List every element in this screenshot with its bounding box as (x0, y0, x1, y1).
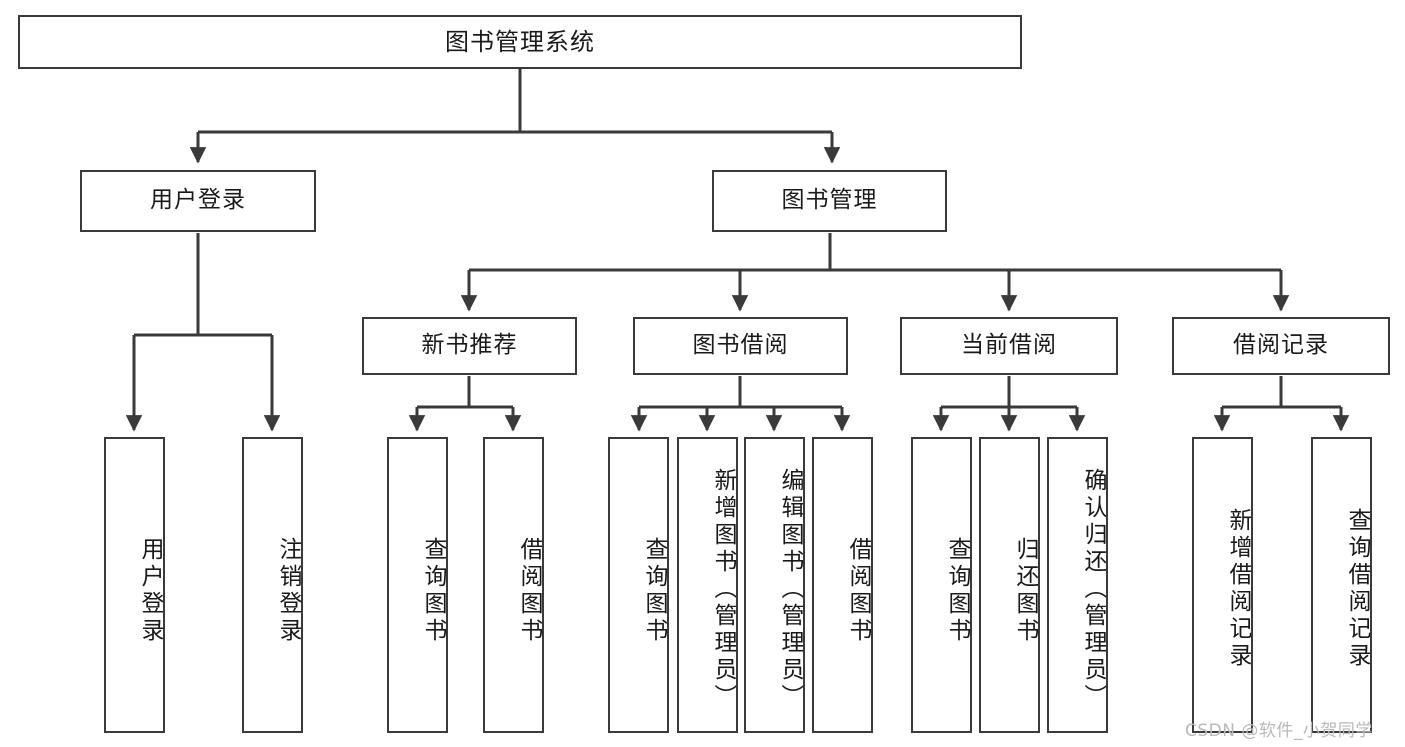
node-root-book-management-system[interactable]: 图书管理系统 (18, 15, 1022, 69)
node-borrow-record[interactable]: 借阅记录 (1172, 317, 1390, 375)
leaf-book-borrow-borrow-book[interactable]: 借阅图书 (812, 437, 873, 733)
node-book-borrow[interactable]: 图书借阅 (633, 317, 848, 375)
node-new-book-recommend[interactable]: 新书推荐 (362, 317, 577, 375)
leaf-current-borrow-return-book[interactable]: 归还图书 (979, 437, 1040, 733)
leaf-book-borrow-add-book-admin[interactable]: 新增图书（管理员） (677, 437, 738, 733)
leaf-current-borrow-query-book[interactable]: 查询图书 (911, 437, 972, 733)
node-current-borrow[interactable]: 当前借阅 (900, 317, 1118, 375)
csdn-watermark: CSDN @软件_小贺同学 (1185, 721, 1373, 741)
leaf-new-book-query-book[interactable]: 查询图书 (387, 437, 448, 733)
leaf-user-login-logout[interactable]: 注销登录 (242, 437, 303, 733)
node-user-login[interactable]: 用户登录 (80, 170, 316, 232)
leaf-current-borrow-confirm-return-admin[interactable]: 确认归还（管理员） (1047, 437, 1108, 733)
leaf-new-book-borrow-book[interactable]: 借阅图书 (483, 437, 544, 733)
leaf-user-login-login[interactable]: 用户登录 (104, 437, 165, 733)
leaf-book-borrow-query-book[interactable]: 查询图书 (608, 437, 669, 733)
leaf-book-borrow-edit-book-admin[interactable]: 编辑图书（管理员） (744, 437, 805, 733)
leaf-borrow-record-add-record[interactable]: 新增借阅记录 (1192, 437, 1253, 733)
leaf-borrow-record-query-record[interactable]: 查询借阅记录 (1311, 437, 1372, 733)
node-book-management[interactable]: 图书管理 (712, 170, 947, 232)
